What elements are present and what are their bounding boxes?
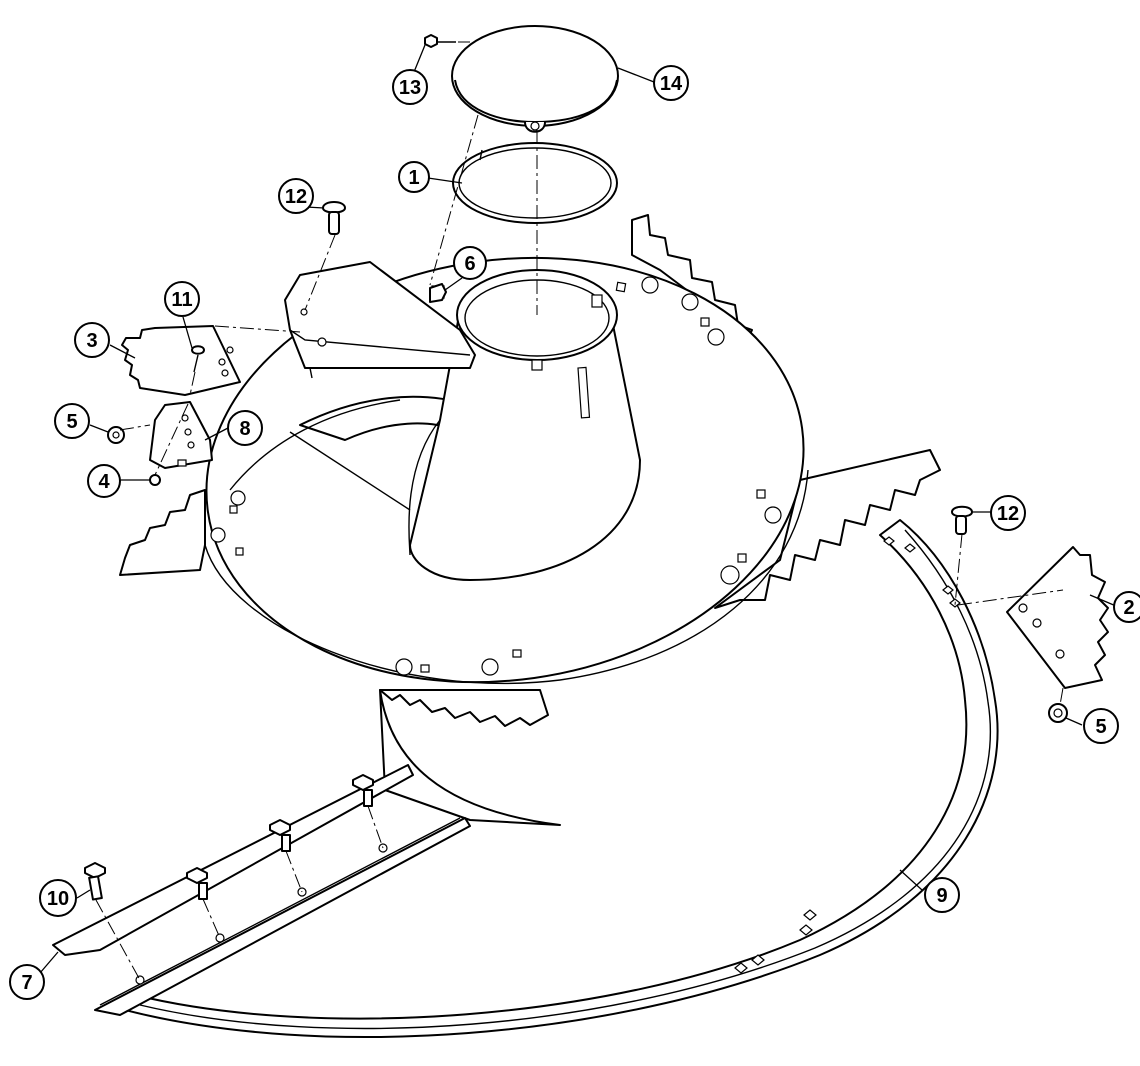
callouts: 1 2 3 4 5 5 6 7 8 9 10 11 12 12 13 14 (9, 65, 1140, 1000)
assembly-centerlines (95, 41, 1064, 981)
callout-13: 13 (392, 69, 428, 105)
callout-11: 11 (164, 281, 200, 317)
callout-7-label: 7 (21, 972, 32, 994)
callout-1-label: 1 (408, 167, 419, 189)
callout-14: 14 (653, 65, 689, 101)
callout-6-label: 6 (464, 253, 475, 275)
callout-5-right-label: 5 (1095, 716, 1106, 738)
blade-part-2 (1006, 546, 1109, 689)
callout-3: 3 (74, 322, 110, 358)
callout-3-label: 3 (86, 330, 97, 352)
callout-10: 10 (39, 879, 77, 917)
upper-flight (204, 256, 809, 685)
callout-5-left-label: 5 (66, 411, 77, 433)
callout-5-left: 5 (54, 403, 90, 439)
bolts (84, 774, 374, 901)
top-mount-plate (284, 261, 476, 379)
ring-part-1 (452, 142, 618, 224)
callout-10-label: 10 (47, 888, 69, 910)
lower-flight (124, 519, 999, 1039)
callout-12-upper: 12 (278, 178, 314, 214)
callout-12-upper-label: 12 (285, 186, 307, 208)
callout-9: 9 (924, 877, 960, 913)
callout-12-right: 12 (990, 495, 1026, 531)
callout-4: 4 (87, 464, 121, 498)
callout-5-right: 5 (1083, 708, 1119, 744)
callout-13-label: 13 (399, 77, 421, 99)
callout-6: 6 (453, 246, 487, 280)
callout-2-label: 2 (1123, 597, 1134, 619)
serrated-edge-lower (379, 689, 549, 727)
callout-11-label: 11 (171, 289, 192, 311)
hardware (107, 34, 1068, 723)
callout-12-right-label: 12 (997, 503, 1019, 525)
callout-14-label: 14 (660, 73, 683, 95)
blade-part-3 (121, 325, 241, 396)
wear-strip-part-7 (52, 764, 471, 1016)
callout-2: 2 (1113, 591, 1140, 623)
cap-part-14 (451, 25, 619, 133)
callout-8-label: 8 (239, 418, 250, 440)
callout-7: 7 (9, 964, 45, 1000)
callout-leaders (39, 44, 1117, 974)
callout-9-label: 9 (936, 885, 947, 907)
callout-8: 8 (227, 410, 263, 446)
serrated-edge-left (119, 489, 206, 576)
callout-1: 1 (398, 161, 430, 193)
callout-4-label: 4 (98, 471, 110, 493)
shoe-part-8 (149, 401, 213, 469)
